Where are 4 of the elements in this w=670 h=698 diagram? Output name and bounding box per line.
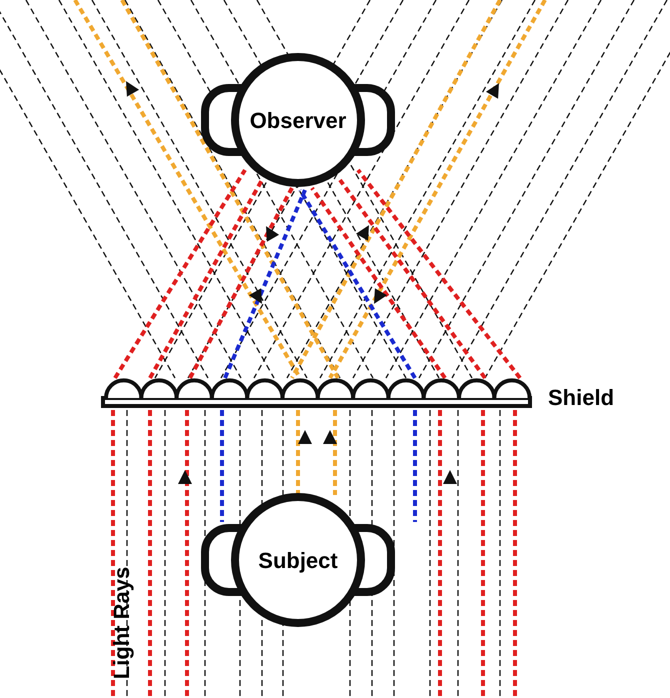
shield-label: Shield [548,385,614,411]
ray-label: Light Rays [109,566,136,680]
head-label: Subject [257,548,339,574]
head-label: Observer [248,108,348,134]
